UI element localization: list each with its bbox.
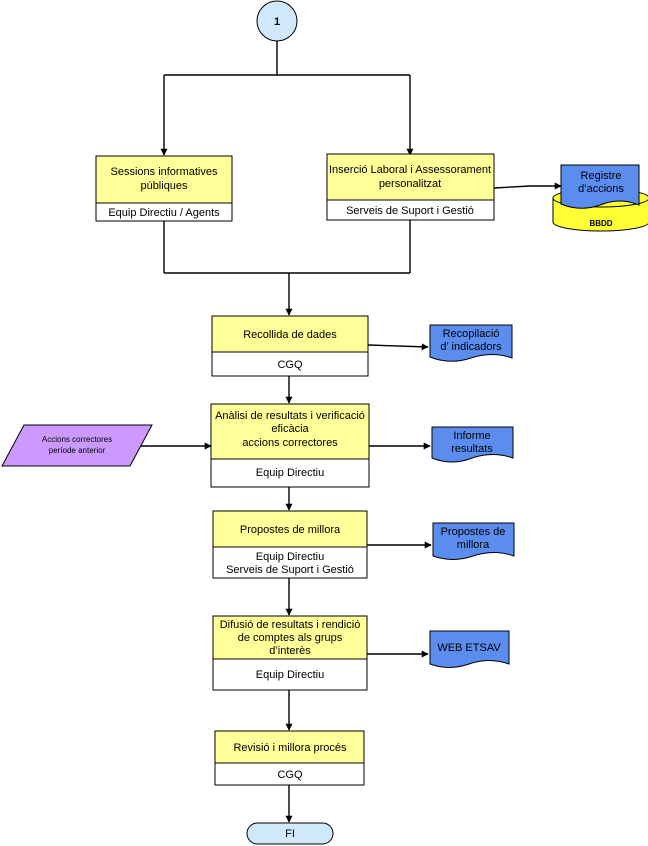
document-icon (431, 426, 514, 463)
process-difusio: Difusió de resultats i rendició de compt… (212, 615, 368, 691)
start-connector: 1 (256, 0, 298, 42)
document-web-label: WEB ETSAV (437, 642, 501, 654)
process-revisio-box (214, 730, 365, 764)
start-connector-circle (256, 0, 298, 42)
process-insercio-box (326, 153, 495, 201)
process-sessions-title-line2: públiques (140, 180, 188, 192)
document-recopilacio-line1: Recopilació (443, 328, 500, 340)
process-insercio-role: Serveis de Suport i Gestió (346, 205, 474, 217)
process-revisio-title: Revisió i millora procés (233, 742, 347, 754)
document-registre-line1: Registre (581, 170, 622, 182)
process-difusio-title-line1: Difusió de resultats i rendició (220, 619, 361, 631)
process-analisi-role-box (210, 458, 370, 488)
process-propostes-role-line1: Equip Directiu (256, 551, 324, 563)
process-sessions-title-line1: Sessions informatives (111, 166, 218, 178)
document-informe-line2: resultats (451, 443, 493, 455)
process-recollida-role-box (211, 351, 369, 377)
document-registre: Registre d’accions (560, 164, 640, 209)
process-insercio: Inserció Laboral i Assessorament persona… (326, 153, 495, 221)
document-icon (429, 324, 513, 362)
process-difusio-title-line2: de comptes als grups (238, 632, 343, 644)
process-sessions: Sessions informatives públiques Equip Di… (95, 155, 233, 222)
process-analisi-box (210, 403, 370, 460)
document-registre-line2: d’accions (578, 183, 624, 195)
process-revisio: Revisió i millora procés CGQ (214, 730, 365, 786)
process-difusio-role-box (212, 658, 368, 691)
process-analisi-role: Equip Directiu (256, 467, 324, 479)
process-analisi-title-line1: Anàlisi de resultats i verificació (215, 410, 365, 422)
terminal-fi-label: FI (285, 828, 295, 840)
input-line1: Accions correctores (42, 435, 112, 444)
process-propostes-role-box (212, 546, 368, 579)
document-informe-line1: Informe (453, 430, 490, 442)
process-recollida: Recollida de dades CGQ (211, 315, 369, 377)
document-propostes-line2: millora (457, 539, 490, 551)
process-insercio-title-line1: Inserció Laboral i Assessorament (329, 164, 491, 176)
arrow-recollida-to-recopilacio (367, 343, 429, 351)
process-analisi-title-line2: eficàcia (271, 423, 309, 435)
terminal-fi-shape (246, 822, 334, 845)
document-icon (560, 164, 640, 209)
process-difusio-role: Equip Directiu (256, 669, 324, 681)
document-recopilacio-line2: d’ indicadors (440, 341, 502, 353)
arrow-insercio-to-registre (493, 182, 562, 190)
input-accions-correctores: Accions correctores període anterior (1, 424, 153, 467)
document-icon (432, 522, 515, 560)
input-line2: període anterior (49, 446, 106, 455)
process-difusio-box (212, 615, 368, 660)
process-recollida-title: Recollida de dades (243, 329, 337, 341)
process-insercio-role-box (326, 199, 495, 221)
process-analisi: Anàlisi de resultats i verificació eficà… (210, 403, 370, 488)
process-revisio-role-box (214, 762, 365, 786)
document-informe: Informe resultats (431, 426, 514, 463)
input-parallelogram (1, 424, 153, 467)
process-sessions-role-box (95, 202, 233, 222)
terminal-fi: FI (246, 822, 334, 845)
connector-lines (133, 41, 562, 823)
process-propostes: Propostes de millora Equip Directiu Serv… (212, 510, 368, 579)
process-analisi-title-line3: accions correctores (242, 437, 338, 449)
process-insercio-title-line2: personalitzat (379, 178, 441, 190)
start-connector-label: 1 (274, 16, 280, 28)
process-difusio-title-line3: d’interès (269, 645, 311, 657)
document-propostes-line1: Propostes de (441, 526, 506, 538)
process-sessions-role: Equip Directiu / Agents (108, 207, 220, 219)
document-recopilacio: Recopilació d’ indicadors (429, 324, 513, 362)
document-icon (429, 630, 510, 668)
process-revisio-role: CGQ (277, 769, 303, 781)
database-label: BBDD (589, 219, 612, 228)
document-propostes: Propostes de millora (432, 522, 515, 560)
document-web: WEB ETSAV (429, 630, 510, 668)
process-propostes-role-line2: Serveis de Suport i Gestió (226, 564, 354, 576)
process-propostes-title: Propostes de millora (240, 524, 341, 536)
process-recollida-role: CGQ (277, 359, 303, 371)
